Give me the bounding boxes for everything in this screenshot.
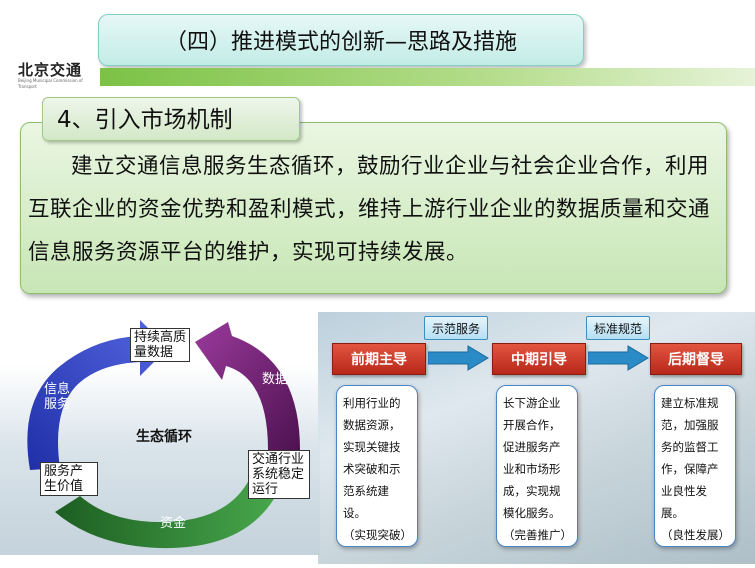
stage-late: 后期督导 [650,343,742,375]
flow-arrow-2 [588,345,649,371]
detail-mid: 长下游企业开展合作，促进服务产业和市场形成，实现规模化服务。 （完善推广） [496,385,578,547]
logo: 北京交通 Beijing Municipal Commission of Tra… [18,61,98,89]
stage-mid: 中期引导 [492,343,586,375]
node-system-operation: 交通行业系统稳定运行 [248,450,310,499]
logo-subtitle: Beijing Municipal Commission of Transpor… [18,78,83,89]
main-paragraph: 建立交通信息服务生态循环，鼓励行业企业与社会企业合作，利用互联企业的资金优势和盈… [28,154,711,265]
detail-early: 利用行业的数据资源，实现关键技术突破和示范系统建设。 （实现突破） [336,385,418,547]
green-cycle-arrow [55,460,300,549]
connector-demo-service: 示范服务 [424,316,488,340]
arrow-label-info-service: 信息服务 [44,382,71,412]
header-bar [100,68,755,86]
node-service-value: 服务产生价值 [40,462,98,496]
detail-late-foot: （良性发展） [661,528,730,542]
flow-arrow-1 [428,345,489,371]
detail-late-body: 建立标准规范，加强服务的监督工作，保障产业良性发展。 [661,396,719,520]
detail-late: 建立标准规范，加强服务的监督工作，保障产业良性发展。 （良性发展） [654,385,736,547]
cycle-center-label: 生态循环 [136,429,192,445]
detail-early-body: 利用行业的数据资源，实现关键技术突破和示范系统建设。 [343,396,401,520]
detail-mid-body: 长下游企业开展合作，促进服务产业和市场形成，实现规模化服务。 [503,396,561,520]
logo-text: 北京交通 [18,61,83,79]
purple-cycle-arrow [195,322,300,450]
page-title: （四）推进模式的创新—思路及措施 [98,14,584,66]
node-data-quality: 持续高质量数据 [130,328,190,362]
detail-mid-foot: （完善推广） [503,528,572,542]
stage-early: 前期主导 [332,343,426,375]
arrow-label-data: 数据 [262,372,289,387]
arrow-label-funds: 资金 [160,516,187,531]
main-panel [20,122,727,294]
detail-early-foot: （实现突破） [343,528,412,542]
section-title: 4、引入市场机制 [42,97,300,141]
connector-standards: 标准规范 [586,316,650,340]
